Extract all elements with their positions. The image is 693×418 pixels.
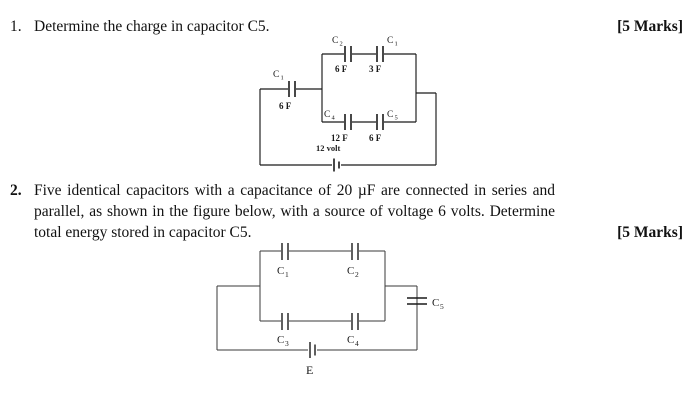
question-1-body: Determine the charge in capacitor C5. [5… — [34, 16, 683, 37]
figure1-c2-value: 6 F — [335, 64, 348, 74]
figure2-c2-subscript: 2 — [355, 270, 359, 279]
figure1-c4-subscript: 4 — [332, 115, 336, 122]
figure2-c3-label: C — [277, 334, 284, 346]
figure1-c1left-value: 6 F — [279, 101, 292, 111]
figure2-c4-label: C — [347, 334, 354, 346]
figure1-c2-subscript: 2 — [340, 41, 343, 48]
question-1-marks: [5 Marks] — [617, 18, 683, 35]
figure1-c4-value: 12 F — [331, 133, 348, 143]
capacitor-circuit-diagram-2: C 1 C 2 C 3 C 4 C 5 E — [205, 238, 470, 386]
figure1-c2-label: C — [332, 36, 338, 46]
figure1-c1left-subscript: 1 — [281, 75, 284, 82]
question-2-text: Five identical capacitors with a capacit… — [34, 182, 555, 241]
question-1: 1. Determine the charge in capacitor C5.… — [10, 16, 683, 37]
figure1-source-label: 12 volt — [316, 143, 340, 153]
capacitor-circuit-diagram-1: C 2 C 1 6 F 3 F C 4 C 5 12 F 6 F C 1 6 F — [248, 34, 458, 172]
figure2-c1-label: C — [277, 265, 284, 277]
figure2-c5-label: C — [432, 297, 439, 309]
figure2-c5-subscript: 5 — [440, 302, 444, 311]
figure1-c1top-label: C — [387, 36, 393, 46]
figure1-c1top-value: 3 F — [369, 64, 382, 74]
figure2-c3-subscript: 3 — [285, 339, 289, 348]
figure1-c5-label: C — [387, 110, 393, 120]
question-2-number: 2. — [10, 182, 22, 199]
figure1-c4-label: C — [324, 110, 330, 120]
figure1-c1top-subscript: 1 — [395, 41, 398, 48]
question-1-number: 1. — [10, 18, 22, 35]
figure2-source-label: E — [306, 363, 313, 377]
figure1-c1left-label: C — [273, 70, 279, 80]
figure2-c1-subscript: 1 — [285, 270, 289, 279]
figure1-c5-value: 6 F — [369, 133, 382, 143]
question-2: 2. Five identical capacitors with a capa… — [10, 180, 683, 243]
question-2-body: Five identical capacitors with a capacit… — [34, 180, 683, 243]
figure2-c2-label: C — [347, 265, 354, 277]
figure2-c4-subscript: 4 — [355, 339, 359, 348]
question-2-marks: [5 Marks] — [617, 224, 683, 241]
figure1-c5-subscript: 5 — [395, 115, 398, 122]
question-1-text: Determine the charge in capacitor C5. — [34, 18, 270, 35]
